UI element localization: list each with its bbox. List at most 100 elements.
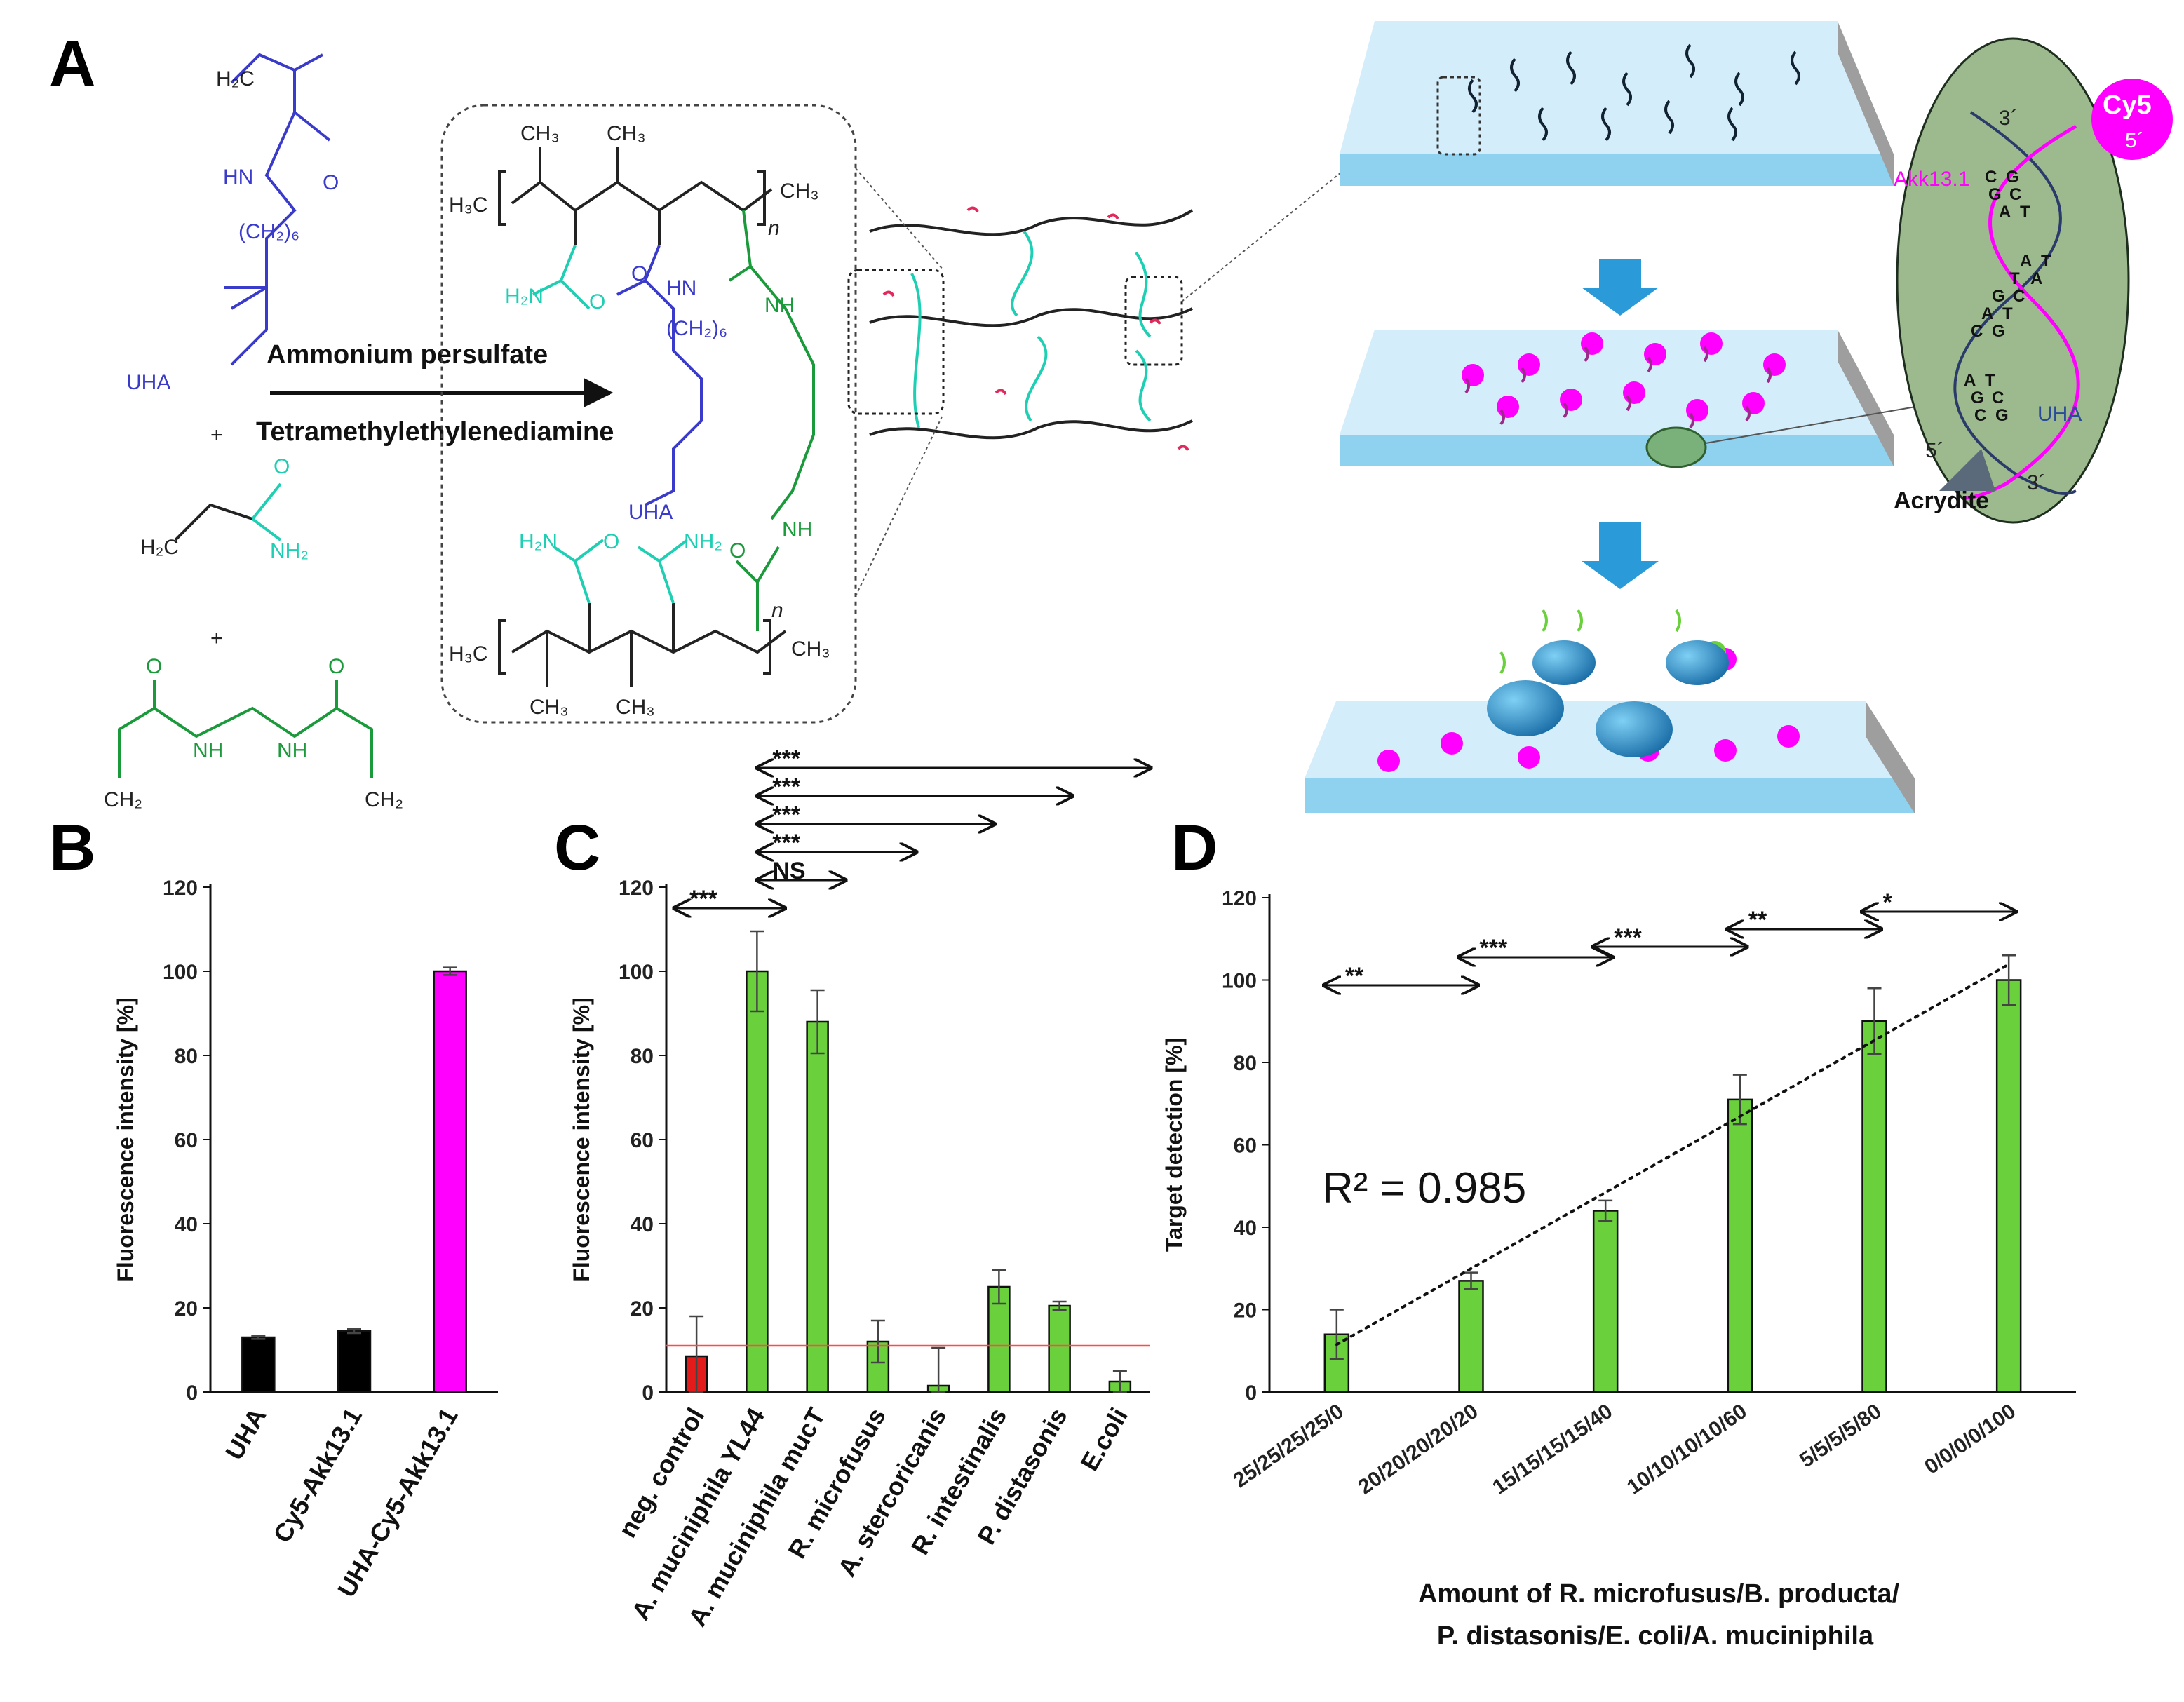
zoom-line — [1705, 403, 1936, 444]
polymer-side-chains — [532, 210, 815, 520]
significance-label: *** — [1480, 935, 1508, 961]
bar — [433, 970, 467, 1393]
base-pair-right: T — [2002, 304, 2013, 323]
bound-bacteria — [1377, 609, 1800, 772]
dna-3prime-top: 3´ — [1999, 107, 2018, 130]
probe-dye-markers — [1462, 332, 1786, 429]
r-squared-annotation: R² = 0.985 — [1322, 1164, 1526, 1213]
chem-label: H₃C — [449, 642, 488, 666]
significance-label: *** — [772, 745, 800, 772]
category-label: 0/0/0/0/100 — [1920, 1400, 2020, 1479]
polymer-backbone-top — [498, 147, 773, 245]
significance-label: ** — [1345, 963, 1364, 990]
chem-label: n — [771, 599, 783, 622]
base-pair-right: T — [1985, 371, 1995, 390]
chem-label: CH₃ — [607, 122, 646, 145]
hydrogel-network — [869, 206, 1194, 452]
bar — [1995, 979, 2022, 1393]
chem-label: H₃C — [449, 194, 488, 217]
monomer-crosslinker — [118, 680, 373, 778]
chem-label: CH₃ — [520, 122, 560, 145]
reaction-arrow-top-label: Ammonium persulfate — [267, 340, 548, 370]
chem-label: O — [729, 539, 746, 562]
significance-label: *** — [1614, 924, 1642, 951]
chem-label: H₂C — [140, 536, 179, 559]
base-pair-left: C — [1974, 406, 1986, 425]
chem-label: CH₂ — [365, 788, 403, 811]
x-axis-label-line2: P. distasonis/E. coli/A. muciniphila — [1437, 1621, 1874, 1651]
base-pair-right: T — [2041, 252, 2051, 271]
y-tick-label: 100 — [1222, 970, 1257, 993]
chem-label: O — [323, 171, 339, 194]
significance-label: *** — [772, 830, 800, 856]
chem-label: UHA — [126, 371, 170, 394]
base-pair-right: C — [2013, 287, 2025, 306]
significance-label: *** — [772, 802, 800, 828]
y-tick-label: 100 — [619, 961, 654, 984]
cy5-dye-label: Cy5 — [2103, 90, 2152, 120]
base-pair-left: A — [1964, 371, 1976, 390]
y-tick-label: 0 — [186, 1382, 198, 1405]
chem-label: UHA — [628, 501, 673, 524]
zoom-box — [847, 269, 945, 415]
panel-letter-d: D — [1171, 812, 1218, 884]
base-pair-right: A — [2030, 269, 2042, 288]
panel-letter-b: B — [49, 812, 95, 884]
base-pair-left: T — [2009, 269, 2020, 288]
chem-label: (CH₂)₆ — [666, 317, 727, 340]
plus-sign: + — [210, 627, 223, 650]
base-pair-right: G — [1992, 322, 2005, 341]
y-axis-label: Target detection [%] — [1161, 1038, 1187, 1252]
y-tick-label: 80 — [1234, 1052, 1257, 1075]
significance-label: *** — [689, 886, 717, 912]
zoom-line — [855, 413, 944, 597]
chem-label: NH — [764, 294, 795, 317]
chem-label: H₂N — [519, 530, 558, 553]
chem-label: NH — [782, 518, 812, 541]
dna-3prime-bottom: 3´ — [2027, 471, 2046, 494]
y-tick-label: 0 — [642, 1382, 654, 1405]
zoom-box — [1124, 276, 1183, 366]
category-label: E.coli — [1074, 1403, 1133, 1476]
chem-label: CH₃ — [616, 696, 655, 719]
trendline — [1335, 963, 2011, 1346]
x-axis-label-line1: Amount of R. microfusus/B. producta/ — [1418, 1579, 1900, 1609]
base-pair-right: C — [1992, 389, 2004, 407]
chem-label: (CH₂)₆ — [238, 220, 299, 243]
y-tick-label: 40 — [175, 1213, 198, 1236]
chem-label: HN — [223, 166, 253, 189]
chem-label: HN — [666, 276, 696, 299]
y-tick-label: 20 — [175, 1297, 198, 1321]
dna-detail — [1896, 37, 2173, 524]
y-tick-label: 60 — [1234, 1135, 1257, 1158]
dna-5prime-dye: 5´ — [2125, 129, 2144, 152]
base-pair-right: T — [2020, 203, 2030, 222]
dna-5prime-bottom: 5´ — [1925, 439, 1944, 462]
y-tick-label: 120 — [619, 877, 654, 900]
y-tick-label: 60 — [631, 1129, 654, 1152]
monomer-phosphate-uha — [224, 53, 331, 366]
polymer-backbone-bottom — [498, 603, 787, 687]
bar — [1048, 1304, 1071, 1393]
base-pair-right: G — [2006, 168, 2019, 187]
y-tick-label: 20 — [1234, 1299, 1257, 1323]
probe-label: Akk13.1 — [1894, 168, 1969, 191]
chem-label: O — [631, 262, 647, 285]
base-pair-left: G — [1988, 185, 2002, 204]
chem-label: NH₂ — [270, 539, 309, 562]
base-pair-left: C — [1985, 168, 1997, 187]
y-tick-label: 20 — [631, 1297, 654, 1321]
category-label: A. stercoricanis — [832, 1403, 952, 1581]
reaction-arrow-bottom-label: Tetramethylethylenediamine — [256, 417, 614, 447]
chem-label: CH₃ — [791, 637, 830, 661]
base-pair-right: G — [1995, 406, 2009, 425]
bar — [1727, 1098, 1753, 1393]
chem-label: CH₃ — [530, 696, 569, 719]
y-tick-label: 120 — [1222, 887, 1257, 910]
zoom-line — [855, 168, 944, 271]
base-pair-left: A — [2020, 252, 2032, 271]
chem-label: O — [274, 455, 290, 478]
